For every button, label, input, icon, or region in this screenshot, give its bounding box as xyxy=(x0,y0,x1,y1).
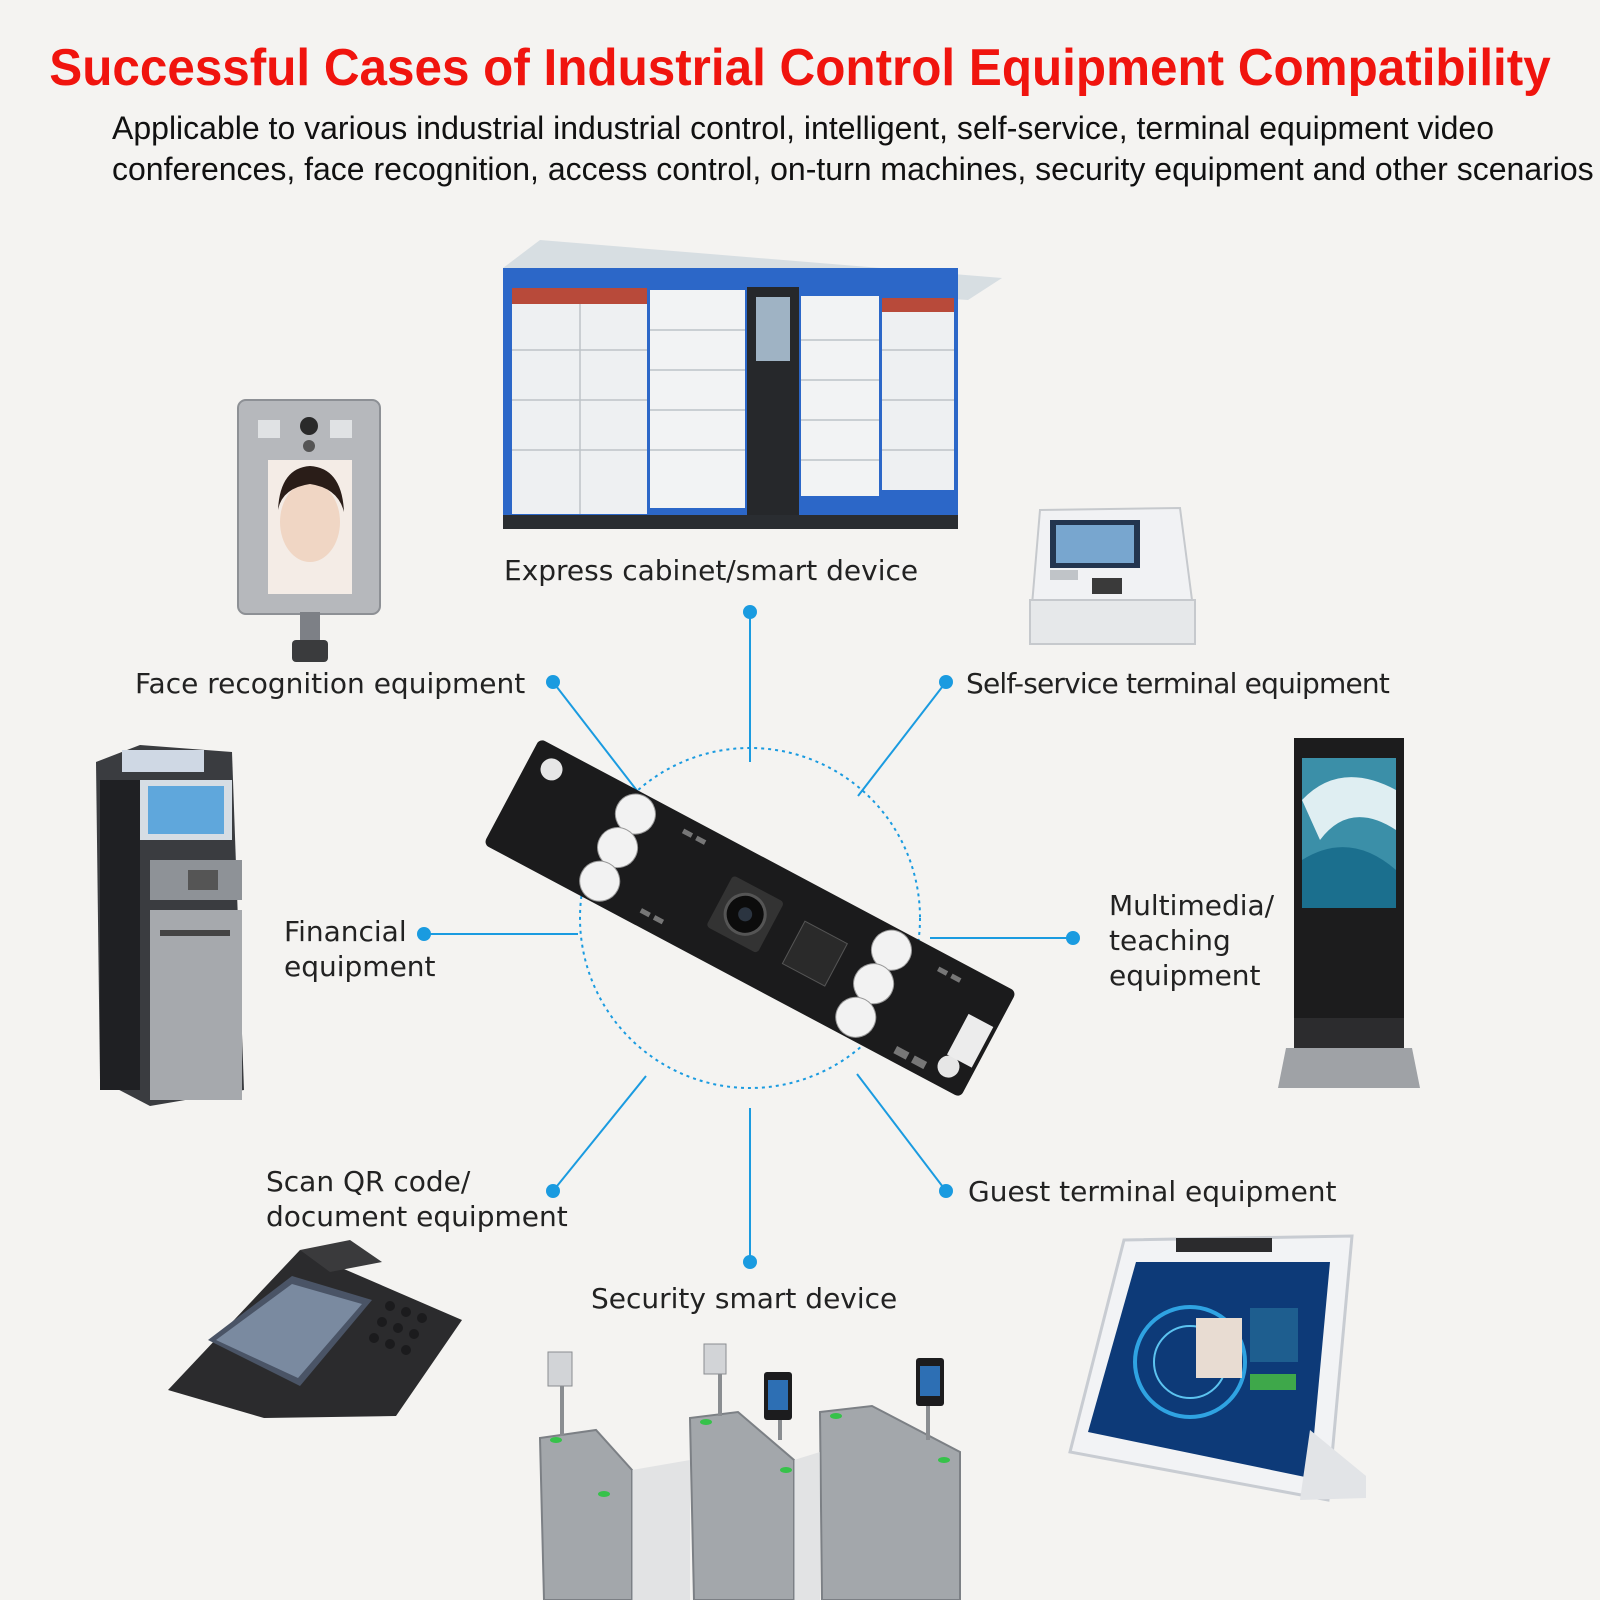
label-multimedia-line-3: equipment xyxy=(1109,959,1261,992)
guest-terminal-image xyxy=(1068,1234,1366,1502)
connector-lines xyxy=(424,612,1073,1262)
page-subtitle: Applicable to various industrial industr… xyxy=(112,108,1594,190)
subtitle-line-1: Applicable to various industrial industr… xyxy=(112,110,1495,146)
multimedia-kiosk-image xyxy=(1278,738,1420,1088)
label-financial-line-2: equipment xyxy=(284,950,436,983)
label-self-service: Self-service terminal equipment xyxy=(966,667,1390,700)
label-express-cabinet: Express cabinet/smart device xyxy=(504,554,919,587)
label-multimedia-line-2: teaching xyxy=(1109,924,1231,957)
label-guest-terminal: Guest terminal equipment xyxy=(968,1175,1337,1208)
face-recognition-image xyxy=(237,399,381,662)
label-face-recognition: Face recognition equipment xyxy=(135,667,526,700)
label-multimedia: Multimedia/ teaching equipment xyxy=(1109,888,1274,993)
subtitle-line-2: conferences, face recognition, access co… xyxy=(112,151,1594,187)
label-financial: Financial equipment xyxy=(284,914,436,984)
page-title: Successful Cases of Industrial Control E… xyxy=(49,39,1551,97)
connector-dots xyxy=(417,605,1080,1269)
express-cabinet-image xyxy=(503,240,1002,529)
label-scan-line-2: document equipment xyxy=(266,1200,568,1233)
label-security: Security smart device xyxy=(591,1282,898,1315)
label-financial-line-1: Financial xyxy=(284,915,407,948)
camera-module-board xyxy=(485,740,1015,1096)
scan-terminal-image xyxy=(168,1240,462,1418)
label-multimedia-line-1: Multimedia/ xyxy=(1109,889,1275,922)
label-scan-qr: Scan QR code/ document equipment xyxy=(266,1164,568,1234)
financial-atm-image xyxy=(96,745,244,1106)
self-service-terminal-image xyxy=(1029,506,1196,645)
security-gates-image xyxy=(538,1343,961,1600)
label-scan-line-1: Scan QR code/ xyxy=(266,1165,471,1198)
